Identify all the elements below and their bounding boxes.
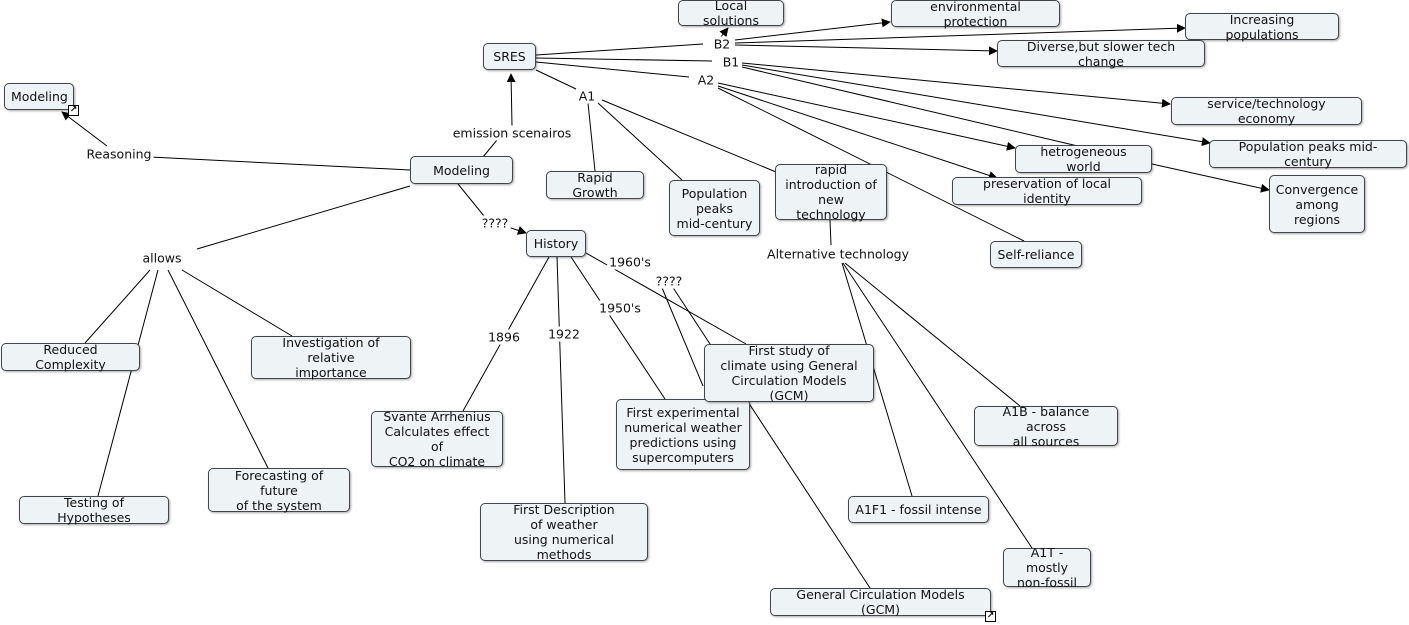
label-b2: B2: [711, 36, 733, 52]
population-peaks-mid-node[interactable]: Population peaks mid-century: [669, 180, 760, 236]
reduced-complexity-node[interactable]: Reduced Complexity: [1, 342, 140, 372]
local-solutions-node[interactable]: Local solutions: [678, 0, 784, 28]
sres-node[interactable]: SRES: [483, 43, 536, 70]
label-unknown-gcm: ????: [653, 273, 685, 289]
environmental-protection-node[interactable]: environmental protection: [891, 0, 1060, 29]
investigation-node[interactable]: Investigation of relative importance: [251, 335, 411, 380]
a1b-node[interactable]: A1B - balance across all sources: [974, 404, 1118, 449]
history-node[interactable]: History: [526, 230, 586, 257]
svante-node[interactable]: Svante Arrhenius Calculates effect of CO…: [371, 409, 503, 469]
label-1960s: 1960's: [607, 254, 653, 270]
rapid-introduction-node[interactable]: rapid introduction of new technology: [775, 162, 887, 222]
diverse-slower-tech-node[interactable]: Diverse,but slower tech change: [997, 39, 1205, 69]
link-icon[interactable]: ↗: [68, 105, 79, 116]
forecasting-node[interactable]: Forecasting of future of the system: [208, 468, 350, 513]
first-experimental-node[interactable]: First experimental numerical weather pre…: [616, 399, 750, 470]
a1f1-node[interactable]: A1F1 - fossil intense: [848, 496, 989, 523]
label-emission-scenarios: emission scenairos: [450, 125, 574, 141]
gcm-node[interactable]: General Circulation Models (GCM): [770, 587, 991, 617]
label-unknown-history: ????: [479, 215, 511, 231]
modeling-node[interactable]: Modeling: [410, 156, 513, 184]
rapid-growth-node[interactable]: Rapid Growth: [546, 170, 644, 200]
convergence-node[interactable]: Convergence among regions: [1269, 175, 1365, 233]
label-1950s: 1950's: [597, 300, 643, 316]
label-reasoning: Reasoning: [84, 146, 154, 162]
label-b1: B1: [720, 54, 742, 70]
testing-hypotheses-node[interactable]: Testing of Hypotheses: [19, 495, 169, 525]
label-a1: A1: [576, 88, 598, 104]
a1t-node[interactable]: A1T -mostly non-fossil: [1003, 545, 1091, 590]
label-1922: 1922: [546, 326, 582, 342]
first-study-node[interactable]: First study of climate using General Cir…: [704, 343, 874, 403]
hetrogeneous-world-node[interactable]: hetrogeneous world: [1015, 144, 1152, 174]
preservation-local-identity-node[interactable]: preservation of local identity: [952, 176, 1142, 206]
service-technology-economy-node[interactable]: service/technology economy: [1171, 96, 1362, 126]
link-icon[interactable]: ↗: [985, 611, 996, 622]
increasing-populations-node[interactable]: Increasing populations: [1185, 12, 1339, 42]
self-reliance-node[interactable]: Self-reliance: [990, 241, 1082, 268]
modeling-ref-node[interactable]: Modeling: [4, 83, 74, 110]
population-peaks-right-node[interactable]: Population peaks mid-century: [1209, 139, 1407, 169]
label-a2: A2: [695, 72, 717, 88]
label-1896: 1896: [486, 329, 522, 345]
first-description-node[interactable]: First Description of weather using numer…: [480, 502, 648, 562]
label-alternative-technology: Alternative technology: [765, 246, 911, 262]
label-allows: allows: [140, 250, 184, 266]
